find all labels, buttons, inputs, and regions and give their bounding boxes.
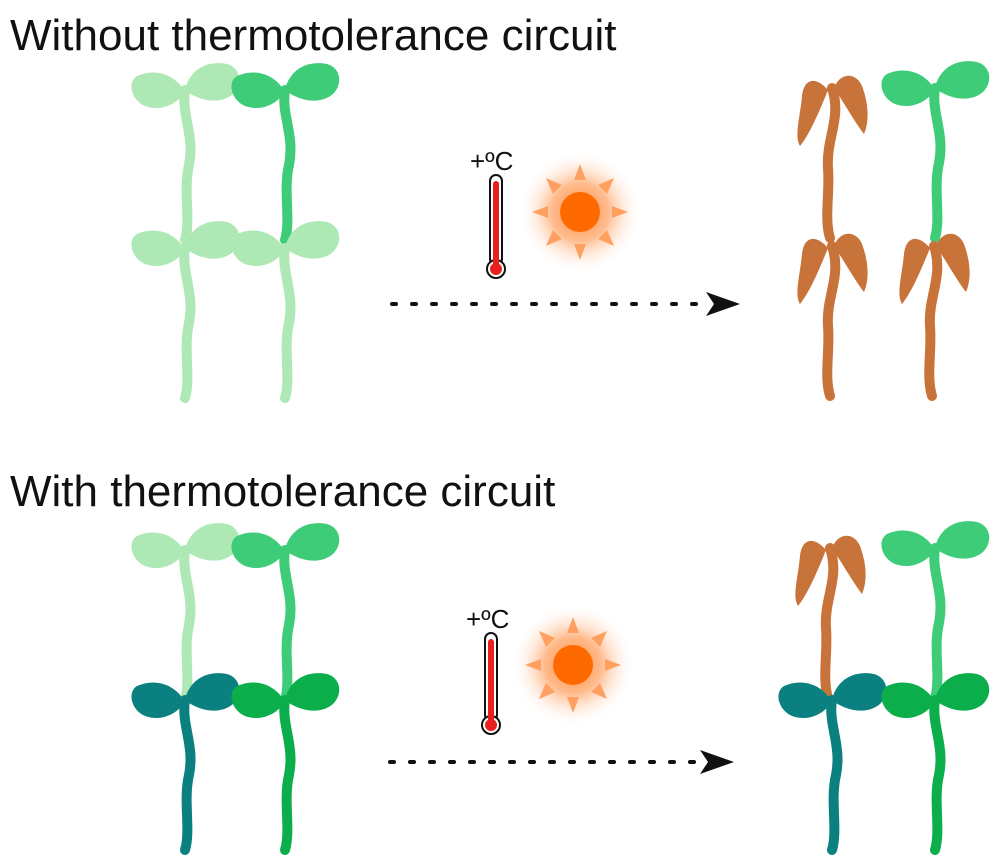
- after-seedlings: [778, 521, 989, 850]
- thermometer-icon: [481, 632, 501, 735]
- seedling-icon: [231, 221, 339, 398]
- wilted-seedling-icon: [797, 234, 867, 396]
- before-seedlings: [131, 523, 339, 850]
- wilted-seedling-icon: [797, 76, 867, 238]
- seedling-icon: [231, 673, 339, 850]
- dotted-arrow-icon: [390, 292, 740, 316]
- wilted-seedling-icon: [795, 536, 865, 698]
- panel-heading: Without thermotolerance circuit: [10, 11, 616, 60]
- temperature-label: +ºC: [466, 604, 509, 634]
- sun-icon: [511, 603, 635, 727]
- thermometer-icon: [486, 174, 506, 279]
- sun-icon: [518, 150, 642, 274]
- panel-heading: With thermotolerance circuit: [10, 467, 555, 516]
- seedling-icon: [131, 63, 239, 240]
- seedling-icon: [131, 673, 239, 850]
- before-seedlings: [131, 63, 339, 398]
- seedling-icon: [881, 521, 989, 698]
- seedling-icon: [881, 673, 989, 850]
- seedling-icon: [231, 63, 339, 240]
- heat-stress: +ºC: [390, 146, 740, 316]
- seedling-icon: [131, 221, 239, 398]
- dotted-arrow-icon: [388, 750, 734, 774]
- seedling-icon: [778, 673, 886, 850]
- seedling-icon: [881, 61, 989, 238]
- panel-with-circuit: With thermotolerance circuit +ºC: [10, 467, 989, 850]
- after-seedlings: [797, 61, 989, 396]
- wilted-seedling-icon: [899, 234, 969, 396]
- temperature-label: +ºC: [470, 146, 513, 176]
- heat-stress: +ºC: [388, 603, 734, 774]
- panel-without-circuit: Without thermotolerance circuit +ºC: [10, 11, 989, 398]
